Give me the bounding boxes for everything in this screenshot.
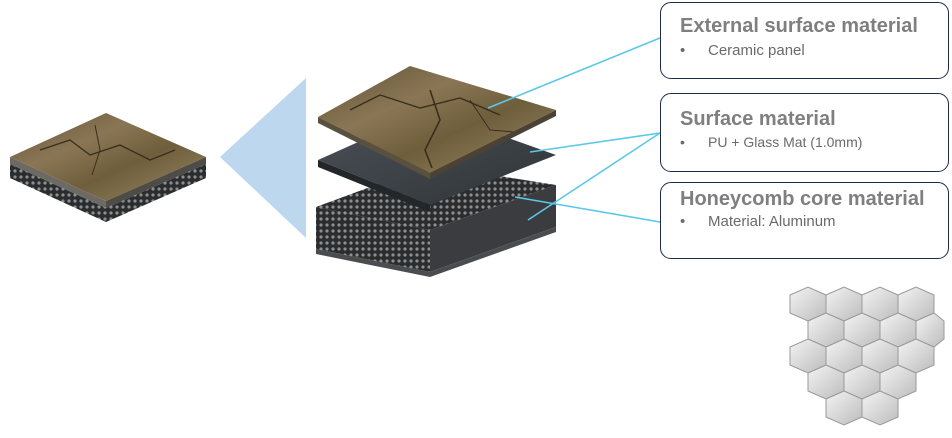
bullet-icon: • — [680, 42, 686, 59]
leader-line-honeycomb — [514, 196, 661, 223]
leader-line-surface-2 — [527, 132, 661, 221]
leader-line-surface — [529, 132, 661, 153]
assembly-arrow-icon — [220, 78, 306, 238]
callout-bullet: • PU + Glass Mat (1.0mm) — [680, 134, 948, 150]
callout-title: External surface material — [680, 15, 918, 37]
bullet-icon: • — [680, 213, 686, 230]
exploded-layers-image — [316, 66, 556, 277]
callout-bullet-text: Material: Aluminum — [708, 213, 836, 230]
leader-lines — [487, 37, 661, 223]
callout-honeycomb-core: Honeycomb core material • Material: Alum… — [660, 182, 949, 259]
leader-line-external — [487, 37, 661, 109]
callout-bullet: • Ceramic panel — [680, 42, 948, 59]
callout-external-surface: External surface material • Ceramic pane… — [660, 2, 949, 79]
assembled-panel-image — [10, 113, 206, 222]
callout-title: Honeycomb core material — [680, 188, 925, 210]
bullet-icon: • — [680, 134, 685, 150]
callout-surface-material: Surface material • PU + Glass Mat (1.0mm… — [660, 93, 949, 172]
callout-title: Surface material — [680, 108, 836, 130]
callout-bullet-text: PU + Glass Mat (1.0mm) — [708, 134, 863, 150]
callout-bullet: • Material: Aluminum — [680, 213, 948, 230]
callout-bullet-text: Ceramic panel — [708, 42, 805, 59]
honeycomb-closeup-image — [789, 286, 945, 426]
